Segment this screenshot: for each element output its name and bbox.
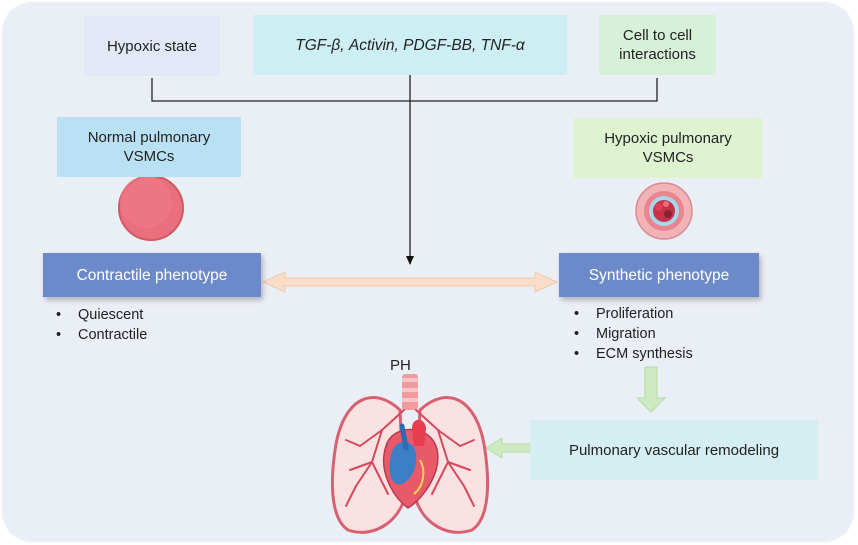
cell-interactions-box: Cell to cell interactions [599,15,716,75]
hypoxic-vsmc-icon [635,182,693,240]
synthetic-features-list: Proliferation Migration ECM synthesis [566,304,693,364]
normal-vsmc-label-box: Normal pulmonary VSMCs [57,117,241,177]
down-green-arrow [635,366,667,413]
synthetic-phenotype-box: Synthetic phenotype [559,253,759,297]
phenotype-switch-arrow [261,271,559,293]
ph-label: PH [390,357,411,374]
hypoxic-vsmc-label-box: Hypoxic pulmonary VSMCs [573,118,763,178]
left-green-arrow [485,437,531,459]
contractile-phenotype-label: Contractile phenotype [76,266,228,284]
input-connector-line [151,78,658,102]
synthetic-phenotype-label: Synthetic phenotype [588,266,730,284]
lungs-heart-illustration [330,374,490,534]
list-item: Proliferation [566,304,693,324]
vascular-remodeling-label: Pulmonary vascular remodeling [568,441,780,459]
hypoxic-vsmc-label: Hypoxic pulmonary VSMCs [604,130,732,166]
growth-factors-box: TGF-β, Activin, PDGF-BB, TNF-α [253,15,567,75]
vascular-remodeling-box: Pulmonary vascular remodeling [530,420,818,480]
list-item: ECM synthesis [566,344,693,364]
hypoxic-state-label: Hypoxic state [106,37,198,55]
contractile-features-list: Quiescent Contractile [48,305,147,345]
list-item: Contractile [48,325,147,345]
growth-factors-label: TGF-β, Activin, PDGF-BB, TNF-α [295,36,525,54]
cell-interactions-label: Cell to cell interactions [619,27,696,63]
list-item: Quiescent [48,305,147,325]
normal-vsmc-icon [118,175,184,241]
list-item: Migration [566,324,693,344]
hypoxic-state-box: Hypoxic state [84,16,220,76]
contractile-phenotype-box: Contractile phenotype [43,253,261,297]
normal-vsmc-label: Normal pulmonary VSMCs [87,129,211,165]
